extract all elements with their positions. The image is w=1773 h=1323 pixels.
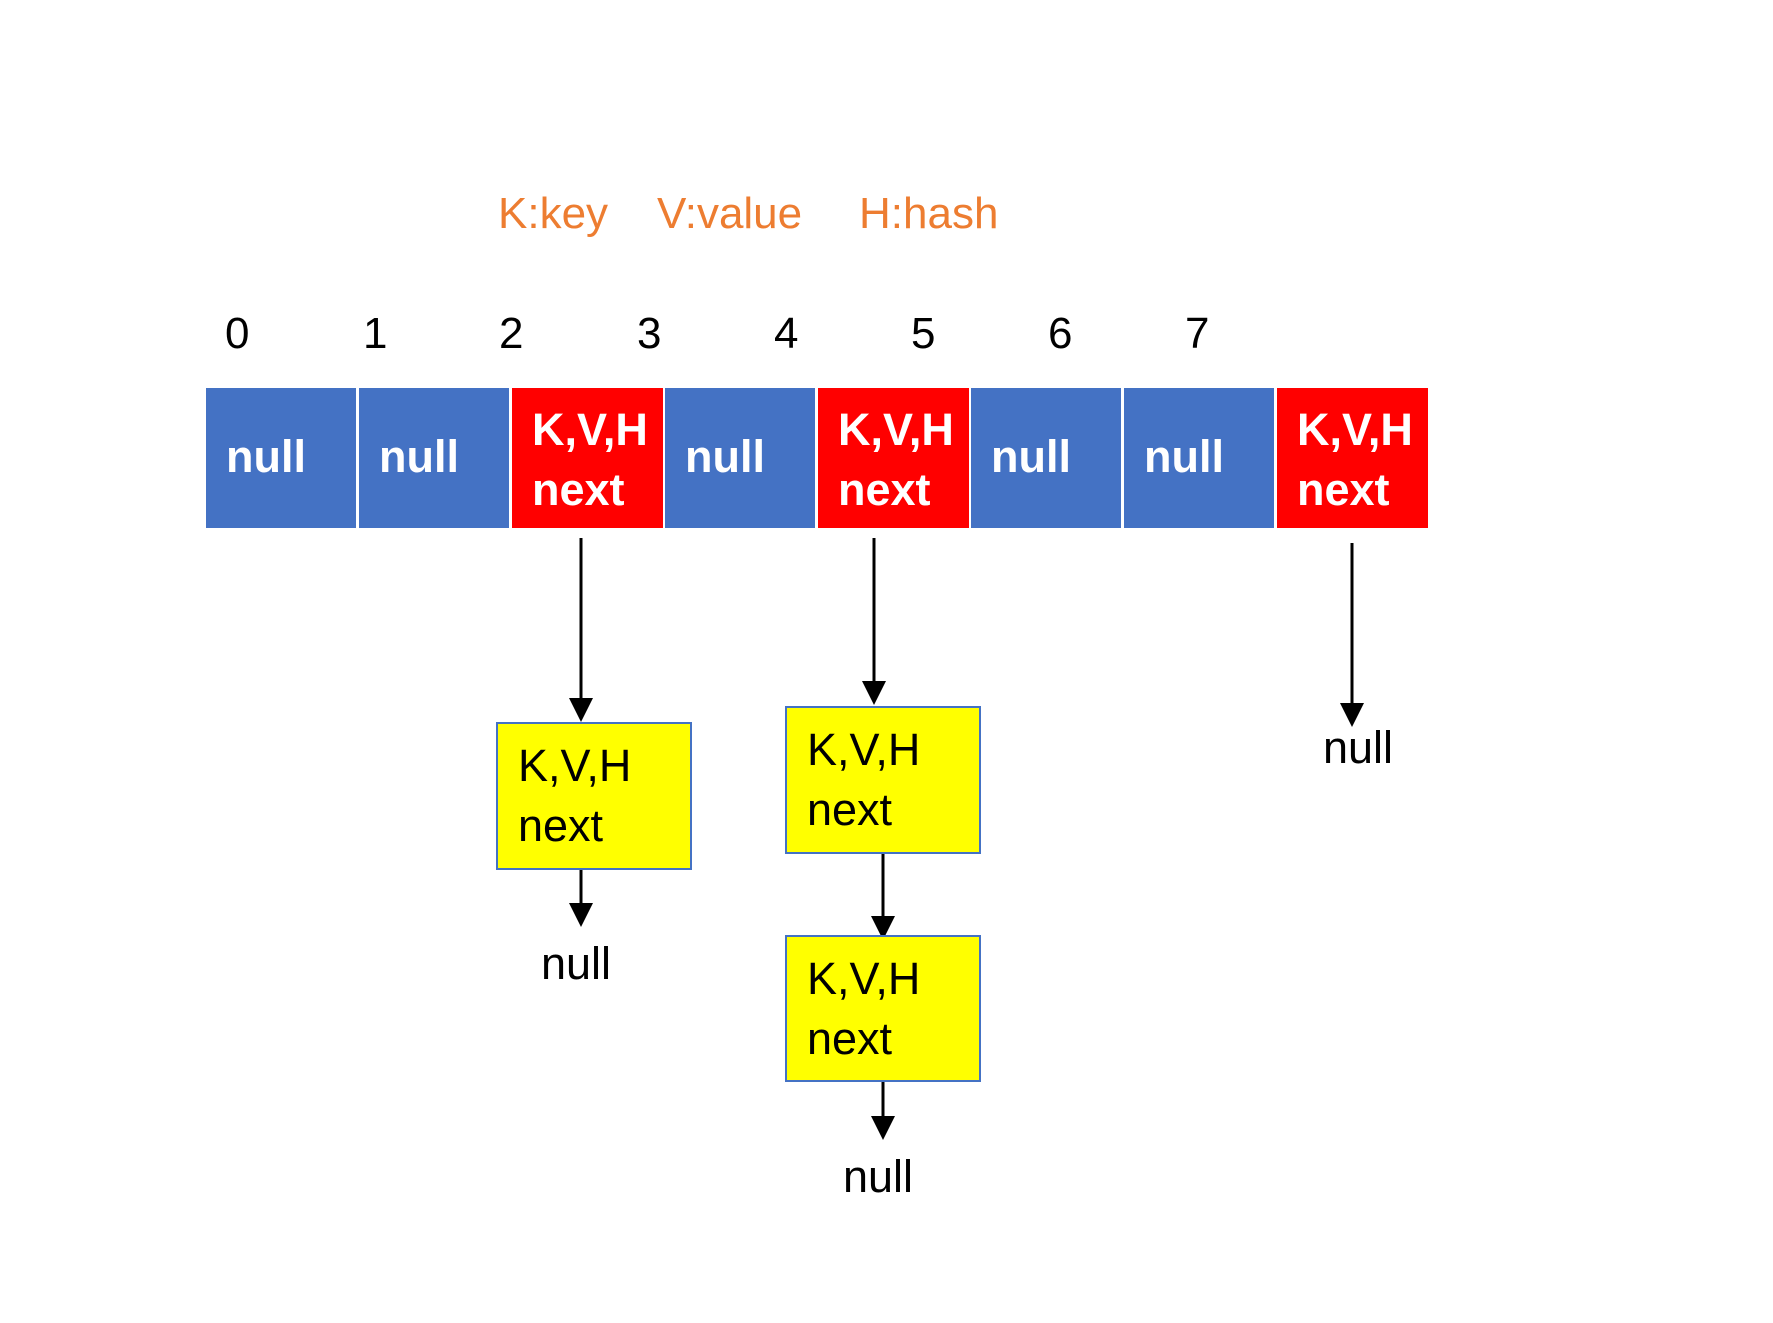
index-label-4: 4 <box>774 309 799 358</box>
null-terminator-1: null <box>541 938 612 989</box>
bucket-4-line2: next <box>838 464 931 515</box>
bucket-1: null <box>359 388 509 528</box>
index-label-2: 2 <box>499 309 524 358</box>
bucket-5-text: null <box>991 431 1071 482</box>
bucket-6: null <box>1124 388 1274 528</box>
chain-node-2-line1: K,V,H <box>807 724 921 775</box>
index-label-6: 6 <box>1048 309 1073 358</box>
bucket-0: null <box>206 388 356 528</box>
bucket-7: K,V,H next <box>1277 388 1428 528</box>
chain-node-2: K,V,H next <box>785 706 981 854</box>
null-terminator-2: null <box>843 1151 914 1202</box>
bucket-6-text: null <box>1144 431 1224 482</box>
chain-node-2-line2: next <box>807 784 893 835</box>
bucket-7-line2: next <box>1297 464 1390 515</box>
index-label-3: 3 <box>637 309 662 358</box>
chain-node-3-line2: next <box>807 1013 893 1064</box>
legend-value: V:value <box>657 189 803 238</box>
chain-node-3: K,V,H next <box>785 935 981 1082</box>
bucket-1-text: null <box>379 431 459 482</box>
bucket-3-text: null <box>685 431 765 482</box>
index-label-7: 7 <box>1185 309 1210 358</box>
bucket-2: K,V,H next <box>512 388 663 528</box>
chain-node-1-line2: next <box>518 800 604 851</box>
chain-node-3-line1: K,V,H <box>807 953 921 1004</box>
chain-node-1: K,V,H next <box>496 722 692 870</box>
bucket-7-line1: K,V,H <box>1297 404 1413 455</box>
bucket-3: null <box>665 388 815 528</box>
index-label-1: 1 <box>363 309 388 358</box>
legend-key: K:key <box>498 189 609 238</box>
bucket-5: null <box>971 388 1121 528</box>
bucket-2-line2: next <box>532 464 625 515</box>
bucket-2-line1: K,V,H <box>532 404 648 455</box>
bucket-0-text: null <box>226 431 306 482</box>
chain-node-1-line1: K,V,H <box>518 740 632 791</box>
legend-hash: H:hash <box>859 189 999 238</box>
bucket-4: K,V,H next <box>818 388 969 528</box>
index-label-0: 0 <box>225 309 250 358</box>
index-label-5: 5 <box>911 309 936 358</box>
bucket-4-line1: K,V,H <box>838 404 954 455</box>
null-terminator-3: null <box>1323 722 1394 773</box>
